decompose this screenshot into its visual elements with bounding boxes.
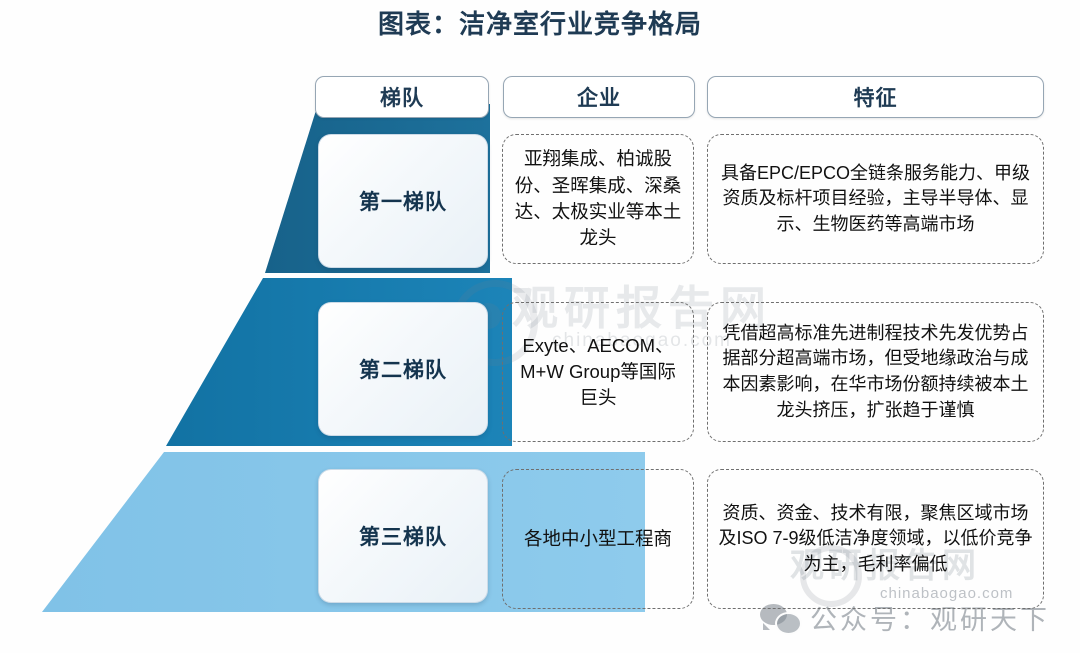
tier-label-2: 第二梯队	[318, 302, 488, 436]
company-text-3: 各地中小型工程商	[523, 527, 672, 549]
tier-label-3: 第三梯队	[318, 469, 488, 603]
watermark-center-domain: chinabaogao.com	[552, 330, 732, 351]
column-header-company: 企业	[503, 76, 695, 118]
table-row: 凭借超高标准先进制程技术先发优势占据部分超高端市场，但受地缘政治与成本因素影响，…	[707, 302, 1044, 442]
feature-text-2: 凭借超高标准先进制程技术先发优势占据部分超高端市场，但受地缘政治与成本因素影响，…	[722, 322, 1029, 420]
watermark-br-brand: 观研报告网	[790, 547, 980, 585]
watermark-center-brand: 观研报告网	[512, 282, 772, 334]
footer-wechat-label: 公众号：观研天下	[810, 605, 1050, 635]
column-header-feature: 特征	[707, 76, 1044, 118]
table-row: 具备EPC/EPCO全链条服务能力、甲级资质及标杆项目经验，主导半导体、显示、生…	[707, 134, 1044, 264]
watermark-br-ring-icon	[800, 545, 862, 607]
footer-wechat-watermark: 公众号：观研天下	[760, 598, 1050, 637]
watermark-br-domain: chinabaogao.com	[880, 585, 1014, 602]
feature-text-3: 资质、资金、技术有限，聚焦区域市场及ISO 7-9级低洁净度领域，以低价竞争为主…	[718, 502, 1033, 574]
wechat-icon	[760, 602, 802, 635]
company-text-1: 亚翔集成、柏诚股份、圣晖集成、深桑达、太极实业等本土龙头	[514, 148, 682, 249]
feature-text-1: 具备EPC/EPCO全链条服务能力、甲级资质及标杆项目经验，主导半导体、显示、生…	[720, 162, 1031, 234]
table-row: Exyte、AECOM、M+W Group等国际巨头	[502, 302, 694, 442]
column-header-tier: 梯队	[315, 76, 489, 118]
table-row: 资质、资金、技术有限，聚焦区域市场及ISO 7-9级低洁净度领域，以低价竞争为主…	[707, 469, 1044, 609]
company-text-2: Exyte、AECOM、M+W Group等国际巨头	[520, 334, 676, 409]
table-row: 亚翔集成、柏诚股份、圣晖集成、深桑达、太极实业等本土龙头	[502, 134, 694, 264]
tier-label-1: 第一梯队	[318, 134, 488, 268]
page-title: 图表：洁净室行业竞争格局	[377, 9, 702, 39]
table-row: 各地中小型工程商	[502, 469, 694, 609]
